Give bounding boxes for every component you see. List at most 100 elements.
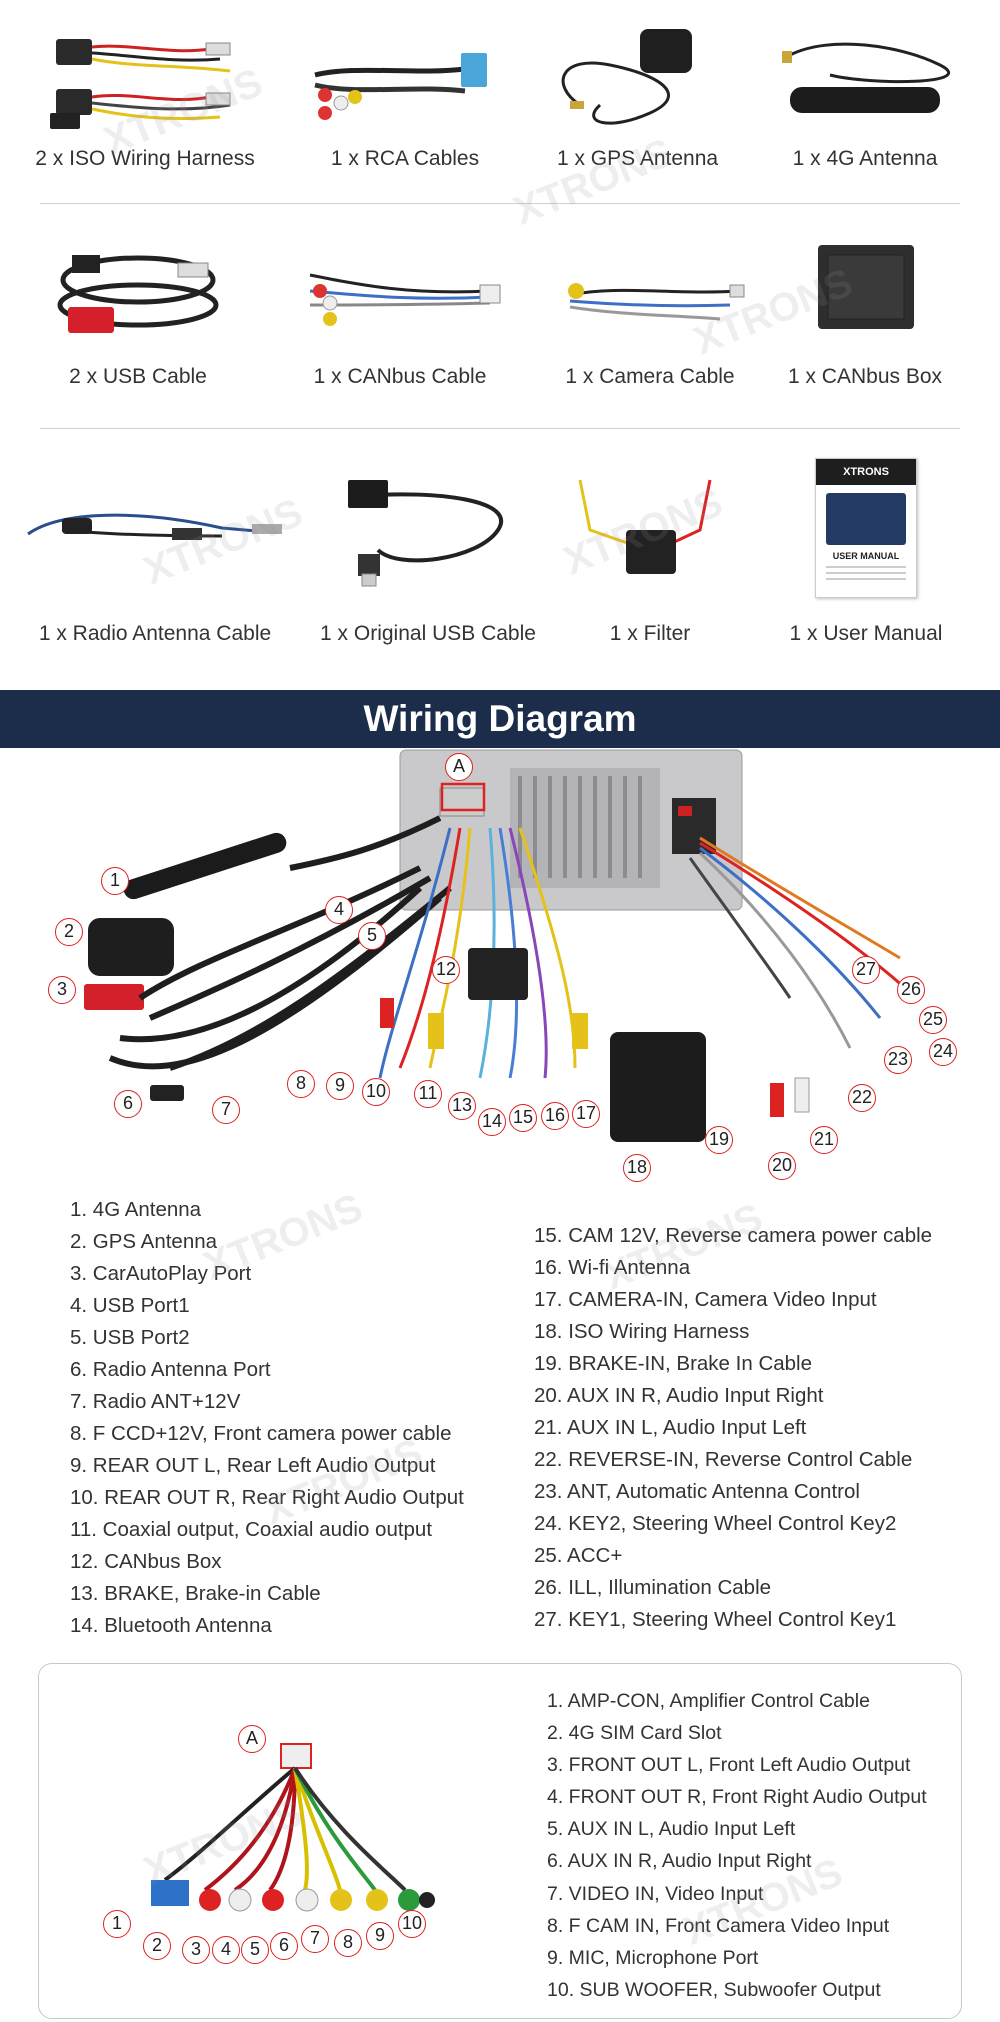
diagram-marker: 21: [810, 1126, 838, 1154]
legend-item: 18. ISO Wiring Harness: [534, 1320, 750, 1343]
legend-item: 10. SUB WOOFER, Subwoofer Output: [547, 1978, 881, 2001]
legend-item: 1. AMP-CON, Amplifier Control Cable: [547, 1690, 870, 1712]
accessory-label: 1 x Filter: [609, 622, 691, 645]
accessory-label: 1 x RCA Cables: [330, 147, 480, 170]
cable-a-number: 5: [241, 1936, 269, 1964]
legend-item: 2. GPS Antenna: [70, 1230, 218, 1253]
gps-antenna-image: [561, 29, 692, 125]
diagram-marker: 5: [358, 922, 386, 950]
wiring-diagram: A 1 2 3 4 5 6 7 8 9 10 11 12 13 14 15 16…: [0, 748, 1000, 1188]
diagram-marker: 11: [414, 1080, 442, 1108]
accessory-original-usb-cable: 1 x Original USB Cable: [318, 470, 538, 650]
diagram-marker: 24: [929, 1038, 957, 1066]
legend-item: 4. USB Port1: [70, 1294, 190, 1317]
accessory-label: 2 x ISO Wiring Harness: [35, 147, 255, 170]
legend-left: 1. 4G Antenna 2. GPS Antenna 3. CarAutoP…: [70, 1194, 464, 1642]
diagram-marker: 6: [114, 1090, 142, 1118]
cable-a-number: 10: [398, 1910, 426, 1938]
diagram-marker: 12: [432, 956, 460, 984]
diagram-marker: 22: [848, 1084, 876, 1112]
accessory-label: 1 x Camera Cable: [565, 365, 735, 388]
accessory-label: 1 x 4G Antenna: [792, 147, 938, 170]
cable-a-number: 8: [334, 1929, 362, 1957]
diagram-marker: 1: [101, 867, 129, 895]
accessory-gps-antenna: 1 x GPS Antenna: [540, 25, 735, 175]
legend-item: 16. Wi-fi Antenna: [534, 1256, 691, 1279]
accessory-label: 1 x Radio Antenna Cable: [38, 622, 272, 645]
accessory-camera-cable: 1 x Camera Cable: [550, 235, 750, 395]
accessory-row-1: 2 x ISO Wiring Harness 1 x RCA Cables: [0, 0, 1000, 200]
accessory-label: 1 x GPS Antenna: [556, 147, 719, 170]
usb-cable-image: [57, 255, 219, 333]
legend-item: 9. REAR OUT L, Rear Left Audio Output: [70, 1454, 436, 1477]
canbus-box-image: [818, 245, 914, 329]
legend-item: 21. AUX IN L, Audio Input Left: [534, 1416, 807, 1439]
legend-item: 9. MIC, Microphone Port: [547, 1946, 759, 1969]
diagram-marker: 27: [852, 956, 880, 984]
diagram-marker: 2: [55, 918, 83, 946]
legend-item: 3. CarAutoPlay Port: [70, 1262, 252, 1285]
accessory-filter: 1 x Filter: [560, 470, 740, 650]
diagram-marker: 16: [541, 1102, 569, 1130]
filter-image: [578, 479, 712, 574]
diagram-marker: 18: [623, 1154, 651, 1182]
accessory-canbus-cable: 1 x CANbus Cable: [290, 235, 510, 395]
legend-right: 15. CAM 12V, Reverse camera power cable …: [534, 1220, 932, 1636]
legend-item: 14. Bluetooth Antenna: [70, 1614, 272, 1637]
legend-item: 17. CAMERA-IN, Camera Video Input: [534, 1288, 877, 1311]
legend-item: 15. CAM 12V, Reverse camera power cable: [534, 1224, 933, 1247]
legend-item: 25. ACC+: [534, 1544, 623, 1567]
cable-a-number: 6: [270, 1932, 298, 1960]
accessory-row-3: 1 x Radio Antenna Cable 1 x Original USB…: [0, 440, 1000, 670]
4g-antenna-image: [782, 42, 951, 113]
diagram-marker: 4: [325, 896, 353, 924]
diagram-marker: 7: [212, 1096, 240, 1124]
banner-title: Wiring Diagram: [363, 698, 637, 739]
diagram-marker: 13: [448, 1092, 476, 1120]
legend-item: 22. REVERSE-IN, Reverse Control Cable: [534, 1448, 913, 1471]
legend-item: 19. BRAKE-IN, Brake In Cable: [534, 1352, 813, 1375]
legend-item: 5. AUX IN L, Audio Input Left: [547, 1818, 796, 1841]
original-usb-cable-image: [348, 480, 503, 587]
row-divider: [40, 428, 960, 429]
legend-item: 12. CANbus Box: [70, 1550, 222, 1573]
legend-item: 6. Radio Antenna Port: [70, 1358, 271, 1381]
diagram-marker: 25: [919, 1006, 947, 1034]
cable-a-image: [151, 1743, 435, 1912]
legend-item: 7. Radio ANT+12V: [70, 1390, 241, 1413]
legend-item: 11. Coaxial output, Coaxial audio output: [70, 1518, 433, 1541]
legend-item: 8. F CCD+12V, Front camera power cable: [70, 1422, 452, 1445]
legend-item: 5. USB Port2: [70, 1326, 190, 1349]
diagram-marker: 20: [768, 1152, 796, 1180]
cable-a-marker: A: [238, 1725, 266, 1753]
accessory-radio-antenna-cable: 1 x Radio Antenna Cable: [22, 470, 288, 650]
cable-a-number: 2: [143, 1932, 171, 1960]
accessory-iso-harness: 2 x ISO Wiring Harness: [30, 25, 260, 175]
manual-screen-image: [826, 493, 906, 545]
accessory-label: 1 x CANbus Cable: [313, 365, 487, 388]
accessory-user-manual: XTRONS USER MANUAL 1 x User Manual: [776, 458, 956, 650]
legend-item: 26. ILL, Illumination Cable: [534, 1576, 772, 1599]
accessory-label: 1 x User Manual: [789, 622, 943, 645]
accessory-4g-antenna: 1 x 4G Antenna: [770, 25, 960, 175]
legend-item: 13. BRAKE, Brake-in Cable: [70, 1582, 321, 1605]
head-unit-wiring-image: [84, 749, 906, 1142]
accessory-label: 1 x Original USB Cable: [320, 622, 536, 645]
legend-item: 6. AUX IN R, Audio Input Right: [547, 1850, 812, 1873]
cable-a-number: 1: [103, 1910, 131, 1938]
canbus-cable-image: [309, 273, 501, 326]
camera-cable-image: [568, 283, 745, 321]
user-manual-cover: XTRONS USER MANUAL: [815, 458, 917, 598]
diagram-marker: 10: [362, 1078, 390, 1106]
legend-item: 10. REAR OUT R, Rear Right Audio Output: [70, 1486, 464, 1509]
accessory-rca-cables: 1 x RCA Cables: [295, 25, 515, 175]
legend-item: 2. 4G SIM Card Slot: [547, 1722, 722, 1745]
diagram-marker: 8: [287, 1070, 315, 1098]
row-divider: [40, 203, 960, 204]
cable-a-panel: [38, 1663, 962, 2019]
iso-harness-image: [50, 39, 231, 129]
diagram-marker: 14: [478, 1108, 506, 1136]
legend-item: 1. 4G Antenna: [70, 1198, 202, 1221]
manual-brand: XTRONS: [816, 459, 916, 485]
connector-a-marker: A: [445, 753, 473, 781]
